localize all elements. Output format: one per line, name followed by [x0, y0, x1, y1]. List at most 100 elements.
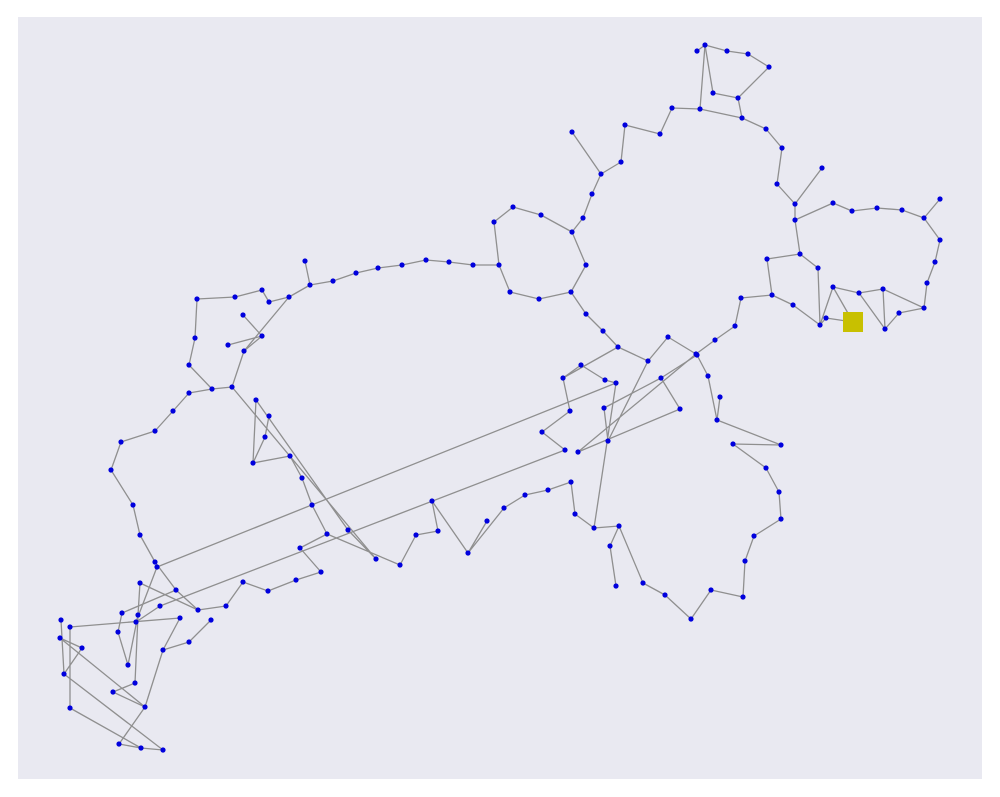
graph-node: [688, 616, 694, 622]
graph-node: [622, 122, 628, 128]
graph-edge: [355, 267, 379, 274]
graph-edge: [695, 339, 716, 355]
graph-node: [446, 259, 452, 265]
graph-edge: [547, 481, 572, 491]
graph-edge: [882, 288, 925, 309]
graph-edge: [309, 280, 334, 286]
graph-node: [562, 447, 568, 453]
graph-edge: [512, 206, 542, 216]
graph-edge: [778, 491, 782, 520]
graph-edge: [541, 431, 566, 451]
graph-edge: [771, 294, 794, 306]
graph-edge: [659, 107, 673, 135]
graph-node: [465, 550, 471, 556]
graph-edge: [732, 443, 782, 446]
graph-edge: [607, 360, 649, 442]
graph-edge: [135, 605, 161, 623]
graph-edge: [467, 507, 505, 554]
graph-edge: [716, 419, 782, 446]
graph-edge: [139, 582, 199, 611]
graph-edge: [851, 207, 878, 212]
graph-edge: [582, 193, 593, 219]
graph-edge: [753, 518, 782, 537]
graph-edge: [710, 589, 744, 598]
graph-node: [778, 516, 784, 522]
graph-edge: [794, 202, 834, 221]
graph-node: [662, 592, 668, 598]
graph-node: [745, 51, 751, 57]
graph-edge: [923, 282, 928, 309]
graph-node: [177, 615, 183, 621]
graph-edge: [299, 547, 322, 573]
graph-node: [615, 344, 621, 350]
graph-edge: [498, 264, 511, 293]
graph-edge: [225, 581, 244, 607]
graph-node: [830, 284, 836, 290]
graph-node: [266, 299, 272, 305]
graph-node: [669, 105, 675, 111]
graph-edge: [255, 399, 349, 531]
graph-node: [293, 577, 299, 583]
graph-node: [286, 294, 292, 300]
nodes-layer: [57, 42, 943, 753]
graph-node: [937, 196, 943, 202]
graph-node: [240, 579, 246, 585]
graph-node: [152, 559, 158, 565]
graph-edge: [765, 128, 783, 149]
graph-edge: [132, 504, 141, 536]
graph-node: [740, 594, 746, 600]
graph-node: [138, 745, 144, 751]
graph-edge: [571, 231, 587, 266]
graph-edge: [538, 291, 572, 300]
graph-node: [568, 479, 574, 485]
graph-node: [287, 453, 293, 459]
graph-node: [815, 265, 821, 271]
graph-node: [578, 362, 584, 368]
graph-node: [921, 215, 927, 221]
graph-edge: [714, 325, 736, 341]
graph-node: [135, 612, 141, 618]
graph-node: [435, 528, 441, 534]
graph-edge: [747, 53, 770, 68]
graph-edge: [196, 296, 236, 300]
graph-node: [119, 610, 125, 616]
graph-edge: [112, 682, 136, 693]
graph-node: [423, 257, 429, 263]
graph-node: [598, 171, 604, 177]
graph-node: [195, 607, 201, 613]
graph-node: [309, 502, 315, 508]
graph-edge: [562, 377, 571, 412]
graph-node: [208, 617, 214, 623]
graph-edge: [252, 436, 266, 464]
graph-node: [823, 315, 829, 321]
graph-edge: [570, 291, 587, 315]
graph-node: [776, 489, 782, 495]
graph-node: [209, 386, 215, 392]
graph-edge: [570, 264, 587, 293]
graph-edge: [134, 614, 139, 684]
graph-edge: [159, 449, 566, 607]
graph-node: [677, 406, 683, 412]
graph-edge: [593, 525, 620, 529]
graph-node: [817, 322, 823, 328]
graph-node: [186, 639, 192, 645]
graph-edge: [493, 206, 514, 223]
graph-node: [583, 262, 589, 268]
graph-edge: [415, 530, 439, 536]
graph-edge: [431, 500, 469, 554]
graph-edge: [591, 173, 602, 195]
graph-edge: [227, 335, 263, 346]
graph-edge: [792, 304, 821, 326]
graph-node: [186, 362, 192, 368]
graph-edge: [642, 582, 666, 596]
graph-node: [241, 348, 247, 354]
graph-edge: [493, 221, 500, 266]
graph-canvas: [18, 17, 982, 779]
graph-node: [118, 439, 124, 445]
graph-edge: [765, 467, 780, 493]
graph-node: [602, 377, 608, 383]
graph-node: [613, 380, 619, 386]
graph-node: [779, 145, 785, 151]
graph-node: [115, 629, 121, 635]
graph-edge: [243, 296, 290, 352]
